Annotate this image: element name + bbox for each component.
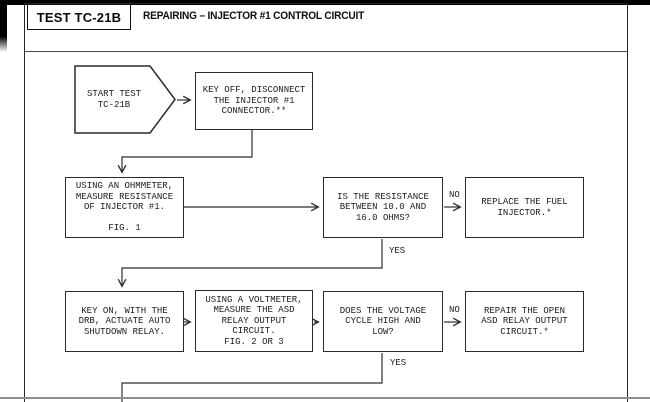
edge-label-resistance-yes: YES [388,246,407,256]
start-node: START TEST TC-21B [86,88,141,110]
node-voltage-decision: DOES THE VOLTAGE CYCLE HIGH AND LOW? [323,291,443,352]
scan-left-edge-bar [0,0,7,52]
edge-label-voltage-yes: YES [389,358,408,368]
page-title: REPAIRING – INJECTOR #1 CONTROL CIRCUIT [143,10,365,22]
node-ohmmeter: USING AN OHMMETER, MEASURE RESISTANCE OF… [65,177,184,238]
node-key-on: KEY ON, WITH THE DRB, ACTUATE AUTO SHUTD… [65,291,184,352]
test-id-label: TEST TC-21B [36,9,122,25]
page-border [24,3,628,402]
scan-top-edge-bar [0,0,650,5]
node-voltmeter: USING A VOLTMETER, MEASURE THE ASD RELAY… [195,290,313,352]
node-replace-injector: REPLACE THE FUEL INJECTOR.* [465,177,584,238]
edge-label-resistance-no: NO [448,190,461,200]
edge-label-voltage-no: NO [448,305,461,315]
header-divider-line [25,51,627,53]
node-resistance-decision: IS THE RESISTANCE BETWEEN 10.0 AND 16.0 … [323,177,443,238]
scan-bottom-cut-line [0,397,650,399]
node-repair-circuit: REPAIR THE OPEN ASD RELAY OUTPUT CIRCUIT… [465,291,584,352]
test-id-box: TEST TC-21B [27,4,131,30]
node-key-off: KEY OFF, DISCONNECT THE INJECTOR #1 CONN… [195,72,313,130]
